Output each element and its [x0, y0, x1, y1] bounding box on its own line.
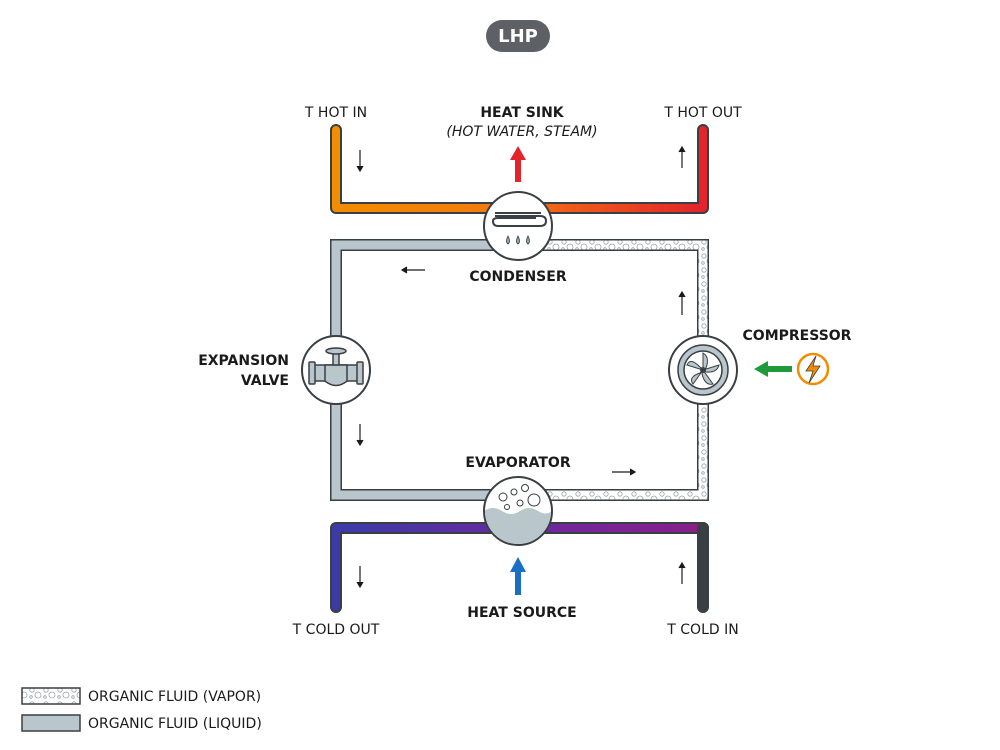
evaporator-icon: [483, 476, 553, 546]
title-badge: LHP: [486, 20, 550, 52]
compressor-label: COMPRESSOR: [743, 328, 852, 344]
condenser-label: CONDENSER: [469, 269, 566, 285]
arrow-down-icon: [356, 150, 364, 173]
t-cold-out-label: T COLD OUT: [292, 622, 380, 638]
arrow-left-icon: [400, 266, 425, 274]
heat-source-arrow-icon: [510, 557, 526, 595]
t-cold-in-label: T COLD IN: [666, 622, 738, 638]
legend-vapor-label: ORGANIC FLUID (VAPOR): [88, 689, 261, 705]
lightning-icon: [796, 352, 830, 386]
compressor-icon: [668, 335, 738, 405]
expansion-valve-icon: [301, 335, 371, 405]
legend-liquid-label: ORGANIC FLUID (LIQUID): [88, 716, 262, 732]
expansion-valve-label-line2: VALVE: [241, 373, 289, 389]
heat-sink-subtitle: (HOT WATER, STEAM): [446, 124, 597, 140]
legend-liquid-swatch: [21, 714, 81, 732]
flow-arrows: [356, 145, 686, 589]
arrow-right-icon: [612, 468, 637, 476]
condenser-icon: [483, 191, 553, 261]
arrow-up-icon: [678, 145, 686, 168]
title-text: LHP: [498, 26, 538, 47]
arrow-down-icon: [356, 566, 364, 589]
expansion-valve-label-line1: EXPANSION: [198, 353, 289, 369]
arrow-down-icon: [356, 424, 364, 447]
arrow-up-icon: [678, 290, 686, 315]
evaporator-label: EVAPORATOR: [465, 455, 570, 471]
t-hot-in-label: T HOT IN: [304, 105, 367, 121]
arrow-up-icon: [678, 561, 686, 584]
legend: ORGANIC FLUID (VAPOR) ORGANIC FLUID (LIQ…: [21, 687, 262, 732]
power-arrow-icon: [754, 361, 792, 377]
heat-source-label: HEAT SOURCE: [467, 605, 576, 621]
legend-vapor-swatch: [21, 687, 81, 705]
heat-sink-title: HEAT SINK: [480, 105, 564, 121]
heat-sink-arrow-icon: [510, 146, 526, 182]
t-hot-out-label: T HOT OUT: [663, 105, 742, 121]
